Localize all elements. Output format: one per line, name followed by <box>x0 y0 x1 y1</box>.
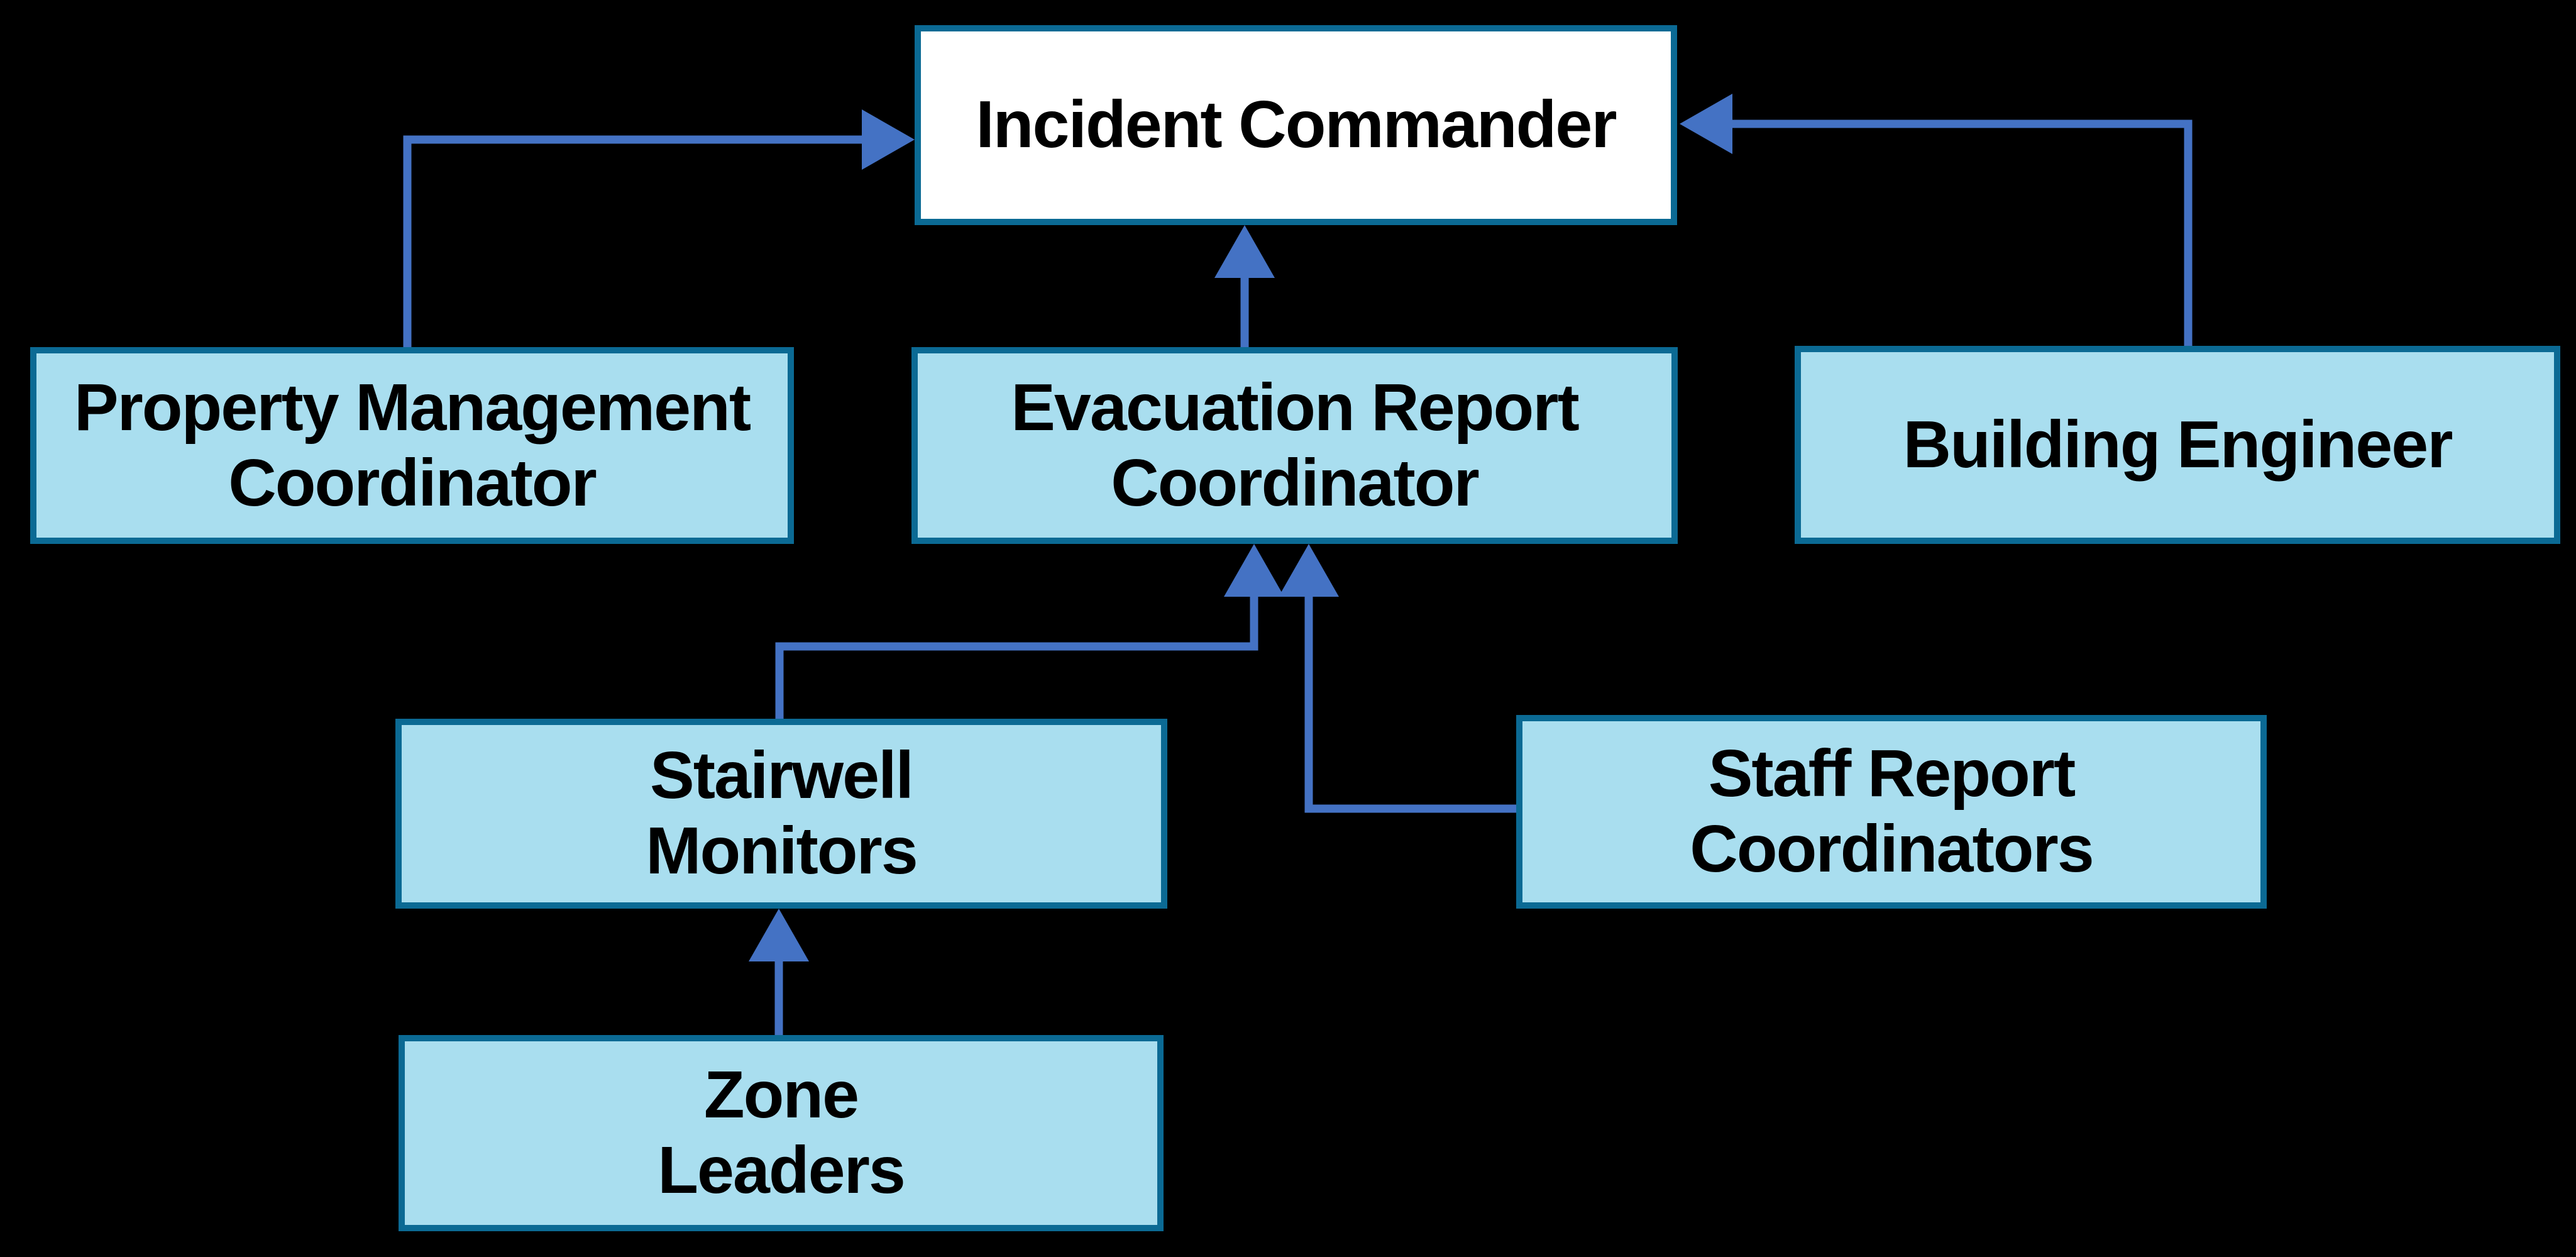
node-label: Staff Report <box>1708 736 2076 811</box>
edge-property-management-to-incident-commander <box>403 109 915 347</box>
edge-zone-leaders-to-stairwell-monitors <box>749 909 809 1035</box>
edge-staff-report-to-evacuation-report <box>1279 544 1516 813</box>
edge-line <box>403 135 862 347</box>
node-stairwell-monitors: Stairwell Monitors <box>395 719 1167 909</box>
edge-line <box>775 597 1258 719</box>
node-label: Coordinator <box>1111 445 1479 520</box>
node-label: Stairwell <box>650 738 914 813</box>
node-label: Property Management <box>74 370 751 445</box>
arrowhead-up-icon <box>1214 225 1275 278</box>
arrowhead-up-icon <box>1279 544 1339 597</box>
node-evacuation-report-coordinator: Evacuation Report Coordinator <box>911 347 1678 544</box>
edge-line <box>1304 597 1516 813</box>
edge-line <box>1732 119 2193 346</box>
edge-stairwell-monitors-to-evacuation-report <box>775 544 1284 719</box>
arrowhead-right-icon <box>862 109 915 170</box>
node-label: Incident Commander <box>976 87 1617 162</box>
node-label: Monitors <box>646 814 918 888</box>
node-property-management-coordinator: Property Management Coordinator <box>30 347 794 544</box>
node-building-engineer: Building Engineer <box>1795 346 2560 544</box>
edge-building-engineer-to-incident-commander <box>1680 94 2193 346</box>
node-label: Zone <box>703 1058 859 1132</box>
node-staff-report-coordinators: Staff Report Coordinators <box>1516 715 2267 909</box>
arrowhead-left-icon <box>1680 94 1732 154</box>
edge-evacuation-report-to-incident-commander <box>1214 225 1275 347</box>
arrowhead-up-icon <box>1224 544 1284 597</box>
node-label: Evacuation Report <box>1011 370 1580 445</box>
node-label: Leaders <box>658 1133 906 1207</box>
node-label: Building Engineer <box>1903 407 2453 482</box>
node-label: Coordinators <box>1690 812 2094 886</box>
arrowhead-up-icon <box>749 909 809 961</box>
node-zone-leaders: Zone Leaders <box>399 1035 1164 1231</box>
node-label: Coordinator <box>228 445 597 520</box>
node-incident-commander: Incident Commander <box>915 25 1677 225</box>
